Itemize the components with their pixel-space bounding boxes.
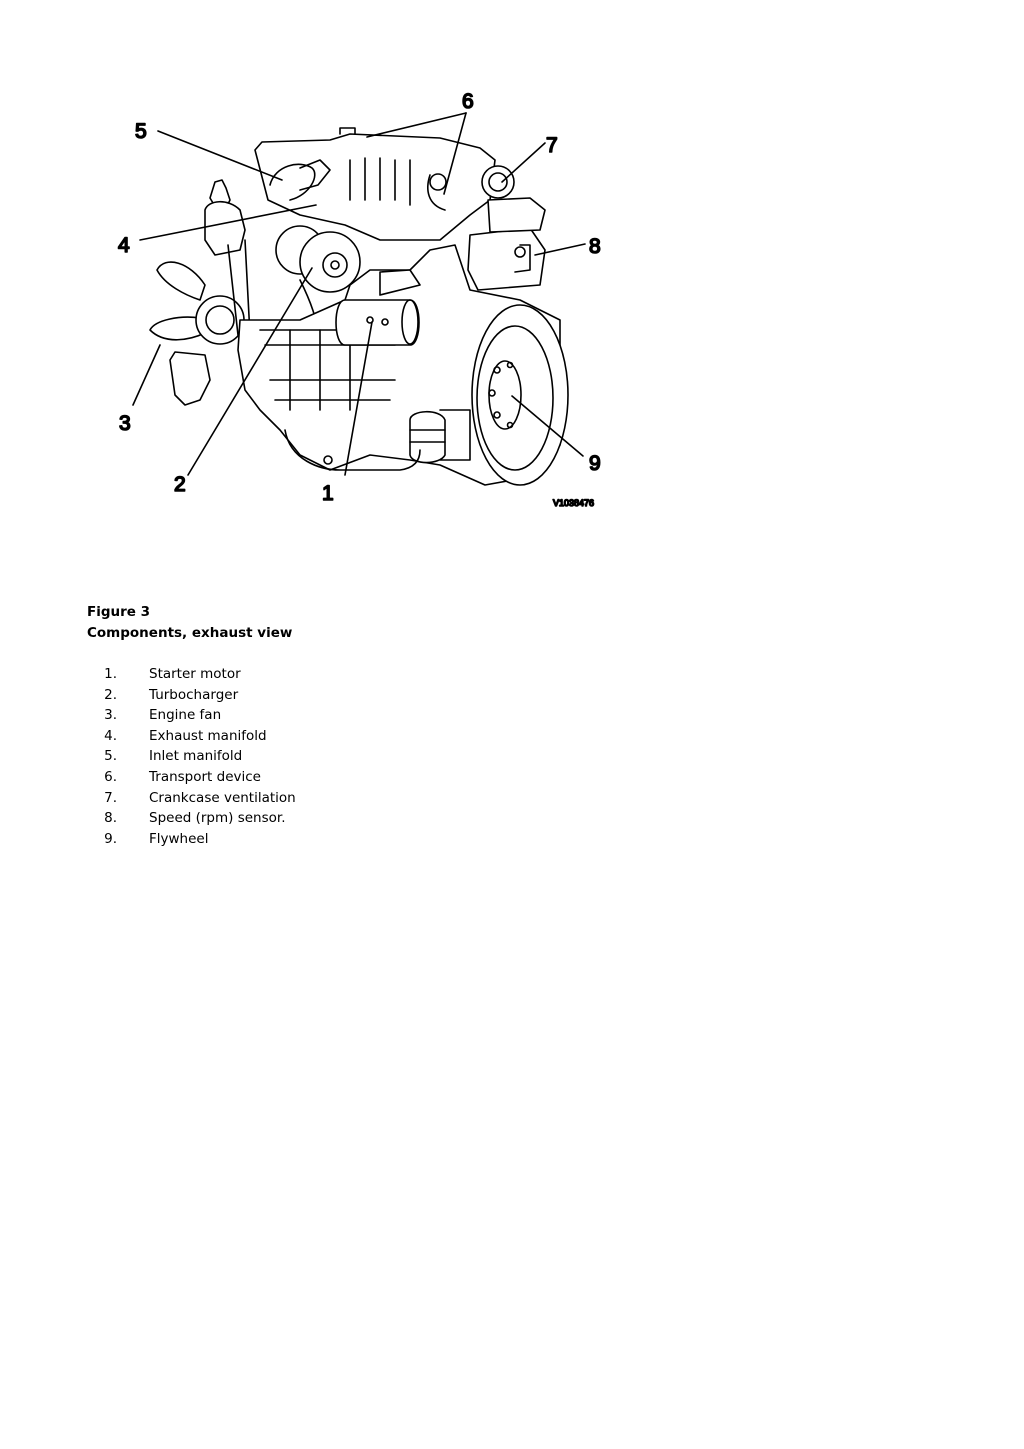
legend-item: 4.Exhaust manifold [104,727,267,744]
callout-8: 8 [589,235,601,258]
legend-item: 3.Engine fan [104,707,222,724]
legend-item: 8.Speed (rpm) sensor. [104,810,286,827]
figure-image-id: V1038476 [553,498,594,508]
callout-6: 6 [462,90,474,113]
callout-9: 9 [589,452,601,475]
callout-2: 2 [174,473,186,496]
caption-subtitle: Components, exhaust view [87,625,293,641]
engine-figure: 1 2 3 4 5 6 7 8 9 V1038476 [100,80,620,520]
legend-item: 9.Flywheel [104,830,209,847]
callout-4: 4 [118,234,130,257]
legend-item: 5.Inlet manifold [104,748,243,765]
legend-item: 6.Transport device [104,768,261,785]
component-legend: 1.Starter motor 2.Turbocharger 3.Engine … [87,664,296,849]
callout-3: 3 [119,412,131,435]
callout-1: 1 [322,482,334,505]
legend-item: 1.Starter motor [104,666,241,682]
engine-illustration: 1 2 3 4 5 6 7 8 9 V1038476 [117,89,601,509]
callout-5: 5 [135,120,147,143]
legend-item: 7.Crankcase ventilation [104,789,296,806]
caption-title: Figure 3 [87,604,151,620]
figure-caption: Figure 3 Components, exhaust view [87,602,292,644]
callout-7: 7 [546,134,558,157]
legend-item: 2.Turbocharger [104,686,239,703]
